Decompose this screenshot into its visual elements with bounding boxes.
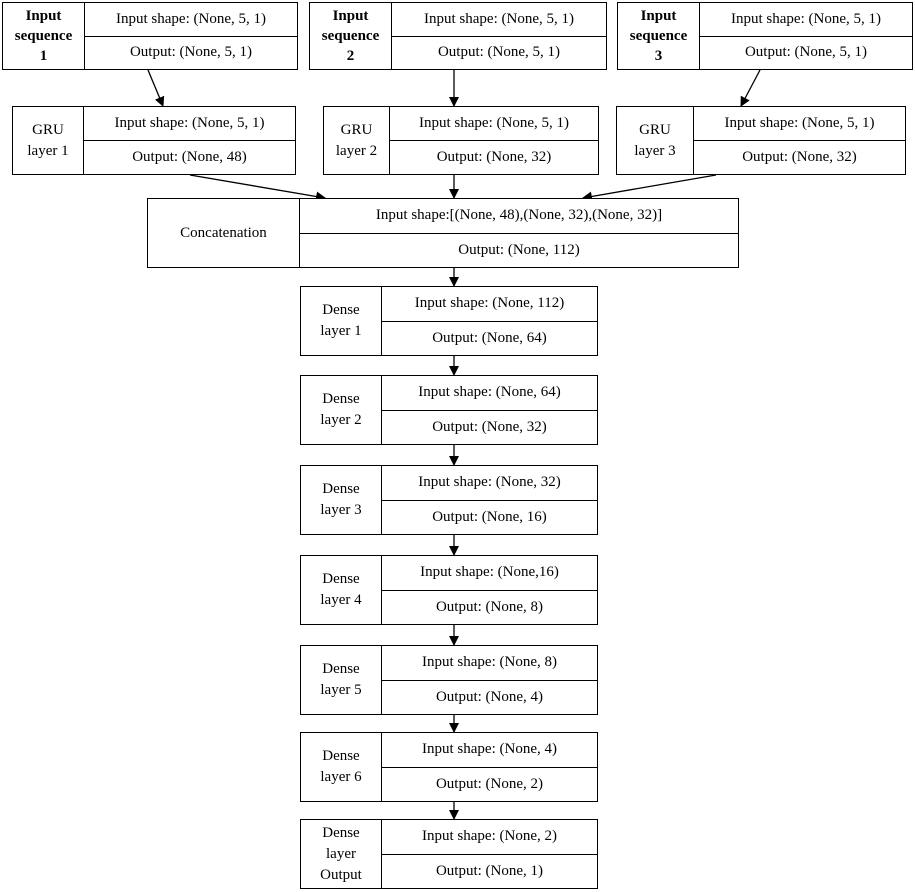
arrow-input3-gru3	[740, 69, 761, 107]
output-field: Output: (None, 2)	[382, 766, 597, 802]
node-label: GRU layer 3	[617, 107, 694, 174]
node-label: Input sequence 1	[3, 3, 85, 69]
output-field: Output: (None, 4)	[382, 679, 597, 715]
output-field: Output: (None, 8)	[382, 589, 597, 625]
node-label: Dense layer 3	[301, 466, 382, 534]
arrow-gru1-concat	[189, 174, 326, 202]
output-field: Output: (None, 16)	[382, 499, 597, 535]
input-shape-field: Input shape: (None, 64)	[418, 384, 561, 401]
node-label: Dense layer 1	[301, 287, 382, 355]
node-label: Concatenation	[148, 199, 300, 267]
input-shape-field: Input shape: (None, 32)	[418, 474, 561, 491]
output-field: Output: (None, 1)	[382, 853, 597, 889]
node-label: Input sequence 3	[618, 3, 700, 69]
node-label: Dense layer Output	[301, 820, 382, 888]
input-shape-field: Input shape: (None, 5, 1)	[724, 115, 875, 131]
node-label: Dense layer 6	[301, 733, 382, 801]
input-sequence-3-node: Input sequence 3 Input shape: (None, 5, …	[617, 2, 913, 70]
arrow-input1-gru1	[147, 69, 165, 107]
output-field: Output: (None, 112)	[300, 232, 738, 268]
output-field: Output: (None, 5, 1)	[700, 35, 912, 70]
dense-layer-1-node: Dense layer 1 Input shape: (None, 112) O…	[300, 286, 598, 356]
output-field: Output: (None, 32)	[382, 409, 597, 445]
output-field: Output: (None, 5, 1)	[392, 35, 606, 70]
gru-layer-3-node: GRU layer 3 Input shape: (None, 5, 1) Ou…	[616, 106, 906, 175]
node-label: GRU layer 1	[13, 107, 84, 174]
input-shape-field: Input shape:[(None, 48),(None, 32),(None…	[375, 207, 663, 224]
output-field: Output: (None, 5, 1)	[85, 35, 297, 70]
dense-layer-6-node: Dense layer 6 Input shape: (None, 4) Out…	[300, 732, 598, 802]
output-field: Output: (None, 32)	[390, 140, 598, 174]
dense-layer-output-node: Dense layer Output Input shape: (None, 2…	[300, 819, 598, 889]
dense-layer-4-node: Dense layer 4 Input shape: (None,16) Out…	[300, 555, 598, 625]
input-shape-field: Input shape: (None, 8)	[422, 654, 557, 671]
input-sequence-1-node: Input sequence 1 Input shape: (None, 5, …	[2, 2, 298, 70]
input-shape-field: Input shape: (None, 5, 1)	[419, 115, 569, 131]
node-label: Dense layer 4	[301, 556, 382, 624]
node-label: GRU layer 2	[324, 107, 390, 174]
input-shape-field: Input shape: (None, 5, 1)	[424, 10, 574, 27]
input-sequence-2-node: Input sequence 2 Input shape: (None, 5, …	[309, 2, 607, 70]
node-label: Dense layer 2	[301, 376, 382, 444]
input-shape-field: Input shape: (None, 2)	[422, 828, 557, 845]
concatenation-node: Concatenation Input shape:[(None, 48),(N…	[147, 198, 739, 268]
dense-layer-2-node: Dense layer 2 Input shape: (None, 64) Ou…	[300, 375, 598, 445]
dense-layer-3-node: Dense layer 3 Input shape: (None, 32) Ou…	[300, 465, 598, 535]
gru-layer-1-node: GRU layer 1 Input shape: (None, 5, 1) Ou…	[12, 106, 296, 175]
node-label: Input sequence 2	[310, 3, 392, 69]
output-field: Output: (None, 48)	[84, 140, 295, 174]
node-label: Dense layer 5	[301, 646, 382, 714]
input-shape-field: Input shape: (None, 112)	[414, 295, 565, 312]
output-field: Output: (None, 32)	[694, 140, 905, 174]
gru-layer-2-node: GRU layer 2 Input shape: (None, 5, 1) Ou…	[323, 106, 599, 175]
output-field: Output: (None, 64)	[382, 320, 597, 356]
arrow-gru3-concat	[582, 174, 717, 202]
input-shape-field: Input shape: (None, 5, 1)	[114, 115, 265, 131]
dense-layer-5-node: Dense layer 5 Input shape: (None, 8) Out…	[300, 645, 598, 715]
input-shape-field: Input shape: (None, 5, 1)	[731, 10, 881, 27]
input-shape-field: Input shape: (None,16)	[420, 564, 559, 581]
input-shape-field: Input shape: (None, 4)	[422, 741, 557, 758]
input-shape-field: Input shape: (None, 5, 1)	[116, 10, 266, 27]
